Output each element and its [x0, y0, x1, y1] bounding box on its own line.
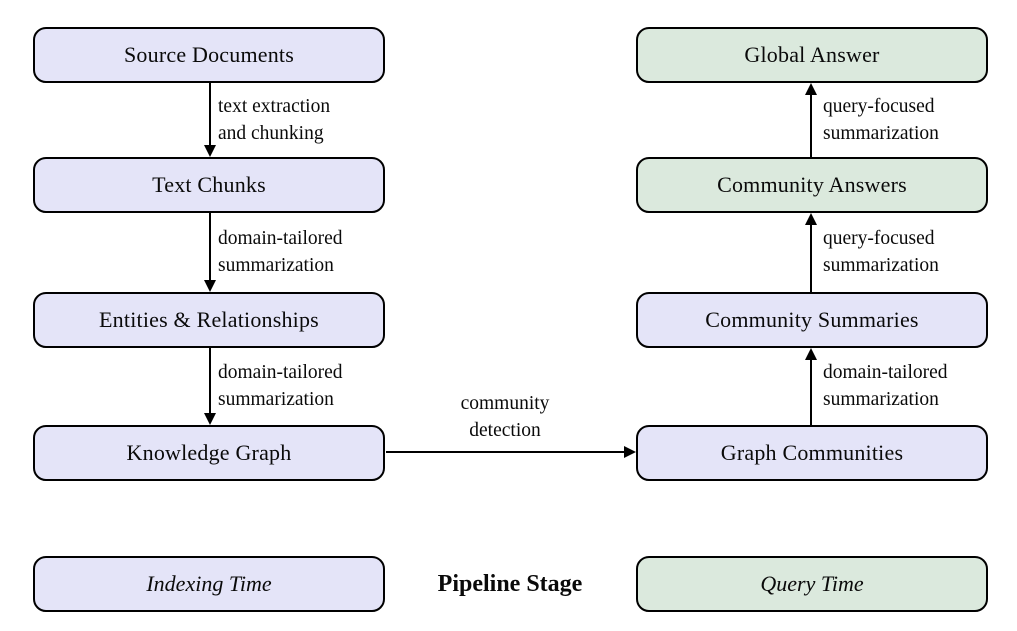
edge-label-source-to-chunks: text extraction and chunking: [218, 93, 330, 147]
node-global-answer: Global Answer: [636, 27, 988, 83]
node-entities-relationships: Entities & Relationships: [33, 292, 385, 348]
node-global-answer-label: Global Answer: [744, 42, 880, 67]
edge-label-line: query-focused: [823, 96, 935, 117]
arrowhead-down-icon: [204, 145, 216, 157]
node-source-documents-label: Source Documents: [124, 42, 294, 67]
edge-label-line: summarization: [218, 255, 334, 276]
edge-label-line: summarization: [218, 389, 334, 410]
edge-label-chunks-to-entities: domain-tailored summarization: [218, 225, 343, 279]
edge-label-entities-to-graph: domain-tailored summarization: [218, 359, 343, 413]
node-community-answers: Community Answers: [636, 157, 988, 213]
edge-label-line: and chunking: [218, 123, 324, 144]
legend-query-time-label: Query Time: [760, 571, 864, 596]
arrow-answers-to-global: [810, 95, 812, 157]
node-entities-relationships-label: Entities & Relationships: [99, 307, 319, 332]
arrow-communities-to-summaries: [810, 360, 812, 425]
node-source-documents: Source Documents: [33, 27, 385, 83]
arrow-entities-to-graph: [209, 348, 211, 413]
node-text-chunks-label: Text Chunks: [152, 172, 266, 197]
edge-label-line: community: [460, 393, 550, 414]
legend-query-time: Query Time: [636, 556, 988, 612]
arrow-chunks-to-entities: [209, 213, 211, 280]
arrowhead-down-icon: [204, 413, 216, 425]
edge-label-line: summarization: [823, 255, 939, 276]
legend-indexing-time-label: Indexing Time: [146, 571, 272, 596]
arrowhead-up-icon: [805, 83, 817, 95]
edge-label-line: domain-tailored: [218, 362, 343, 383]
node-community-summaries: Community Summaries: [636, 292, 988, 348]
edge-label-line: summarization: [823, 123, 939, 144]
arrow-graph-to-communities: [386, 451, 624, 453]
arrow-summaries-to-answers: [810, 225, 812, 292]
node-text-chunks: Text Chunks: [33, 157, 385, 213]
node-knowledge-graph: Knowledge Graph: [33, 425, 385, 481]
arrowhead-up-icon: [805, 213, 817, 225]
node-community-summaries-label: Community Summaries: [705, 307, 919, 332]
node-graph-communities-label: Graph Communities: [720, 440, 904, 465]
edge-label-graph-to-communities: community detection: [386, 390, 624, 444]
arrowhead-up-icon: [805, 348, 817, 360]
edge-label-answers-to-global: query-focused summarization: [823, 93, 939, 147]
node-community-answers-label: Community Answers: [717, 172, 907, 197]
edge-label-summaries-to-answers: query-focused summarization: [823, 225, 939, 279]
legend-indexing-time: Indexing Time: [33, 556, 385, 612]
edge-label-line: text extraction: [218, 96, 331, 117]
edge-label-communities-to-summaries: domain-tailored summarization: [823, 359, 948, 413]
legend-pipeline-stage-label: Pipeline Stage: [437, 571, 583, 597]
arrow-source-to-chunks: [209, 83, 211, 145]
arrowhead-right-icon: [624, 446, 636, 458]
edge-label-line: domain-tailored: [823, 362, 948, 383]
edge-label-line: summarization: [823, 389, 939, 410]
edge-label-line: query-focused: [823, 228, 935, 249]
arrowhead-down-icon: [204, 280, 216, 292]
edge-label-line: detection: [469, 420, 541, 441]
node-knowledge-graph-label: Knowledge Graph: [126, 440, 292, 465]
node-graph-communities: Graph Communities: [636, 425, 988, 481]
edge-label-line: domain-tailored: [218, 228, 343, 249]
